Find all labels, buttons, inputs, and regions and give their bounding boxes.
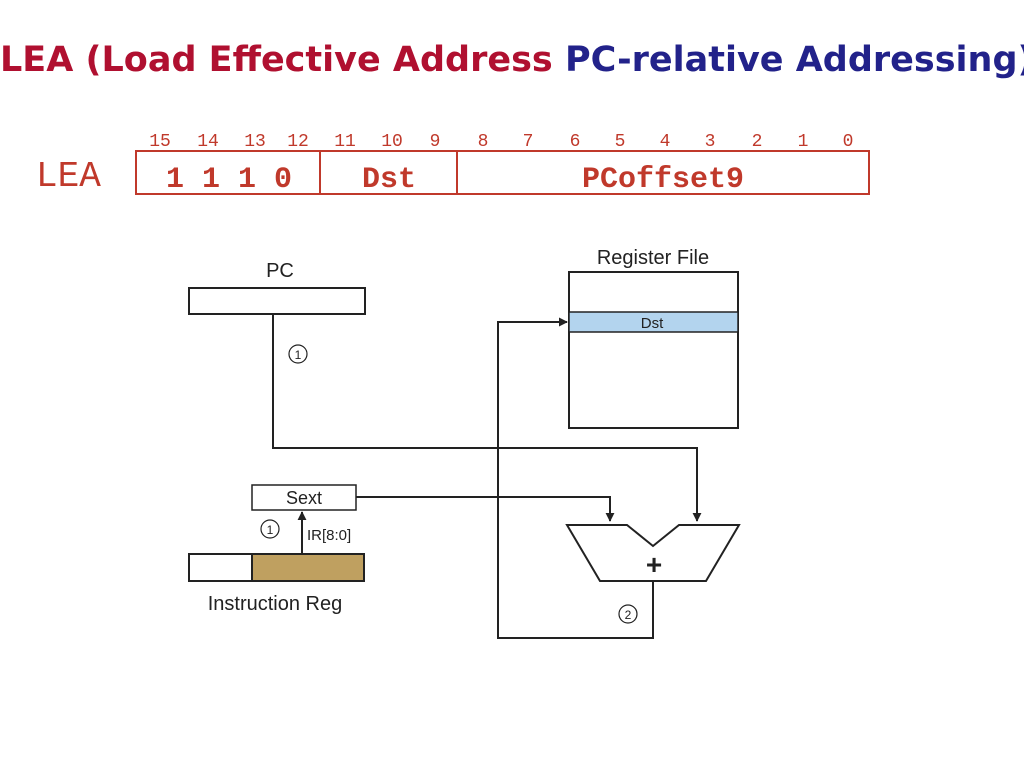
dst-register-row	[568, 311, 739, 333]
step-number: 1	[267, 523, 274, 537]
pc-label: PC	[266, 260, 294, 282]
dst-register-label: Dst	[641, 315, 664, 332]
adder	[565, 524, 741, 582]
register-file-label: Register File	[597, 247, 709, 269]
title-part-pc-relative: PC-relative Addressing)	[564, 40, 1024, 80]
instruction-reg-label: Instruction Reg	[208, 593, 343, 615]
bit-number: 0	[843, 132, 854, 152]
adder-plus-symbol: +	[646, 549, 662, 580]
datapath: PC Register File Dst 1 Sext Instruction …	[188, 247, 741, 639]
bit-number: 6	[570, 132, 581, 152]
bit-number: 13	[244, 132, 266, 152]
field-opcode-bits: 1 1 1 0	[166, 163, 292, 197]
instruction-reg-offset-bits	[251, 553, 365, 582]
field-pcoffset9: PCoffset9	[582, 163, 744, 197]
step-1-marker	[288, 344, 308, 364]
bit-number: 11	[334, 132, 356, 152]
bit-number: 1	[798, 132, 809, 152]
title-part-lea: LEA (Load Effective Address	[0, 40, 553, 80]
pc-register	[188, 287, 366, 315]
bit-number: 9	[430, 132, 441, 152]
step-number: 2	[625, 608, 632, 622]
sext-to-adder-wire	[356, 496, 615, 522]
bit-number: 5	[615, 132, 626, 152]
field-dst: Dst	[362, 163, 416, 197]
opcode-name: LEA	[36, 156, 101, 197]
adder-to-dst-wire	[497, 317, 654, 639]
step-2-marker	[618, 604, 638, 624]
bit-number: 4	[660, 132, 671, 152]
step-number: 1	[295, 348, 302, 362]
slide-title: LEA (Load Effective Address PC-relative …	[0, 40, 1024, 80]
sext-label: Sext	[286, 488, 322, 508]
bit-number: 8	[478, 132, 489, 152]
bit-number: 12	[287, 132, 309, 152]
bit-number: 3	[705, 132, 716, 152]
bit-number: 2	[752, 132, 763, 152]
ir-bits-label: IR[8:0]	[307, 527, 351, 544]
step-1-marker	[260, 519, 280, 539]
bit-number: 15	[149, 132, 171, 152]
bit-number: 14	[197, 132, 219, 152]
encoding-box	[135, 150, 870, 195]
register-file	[568, 271, 739, 429]
bit-number: 10	[381, 132, 403, 152]
bit-number: 7	[523, 132, 534, 152]
instruction-reg-upper-bits	[188, 553, 253, 582]
pc-to-adder-wire	[272, 314, 702, 522]
